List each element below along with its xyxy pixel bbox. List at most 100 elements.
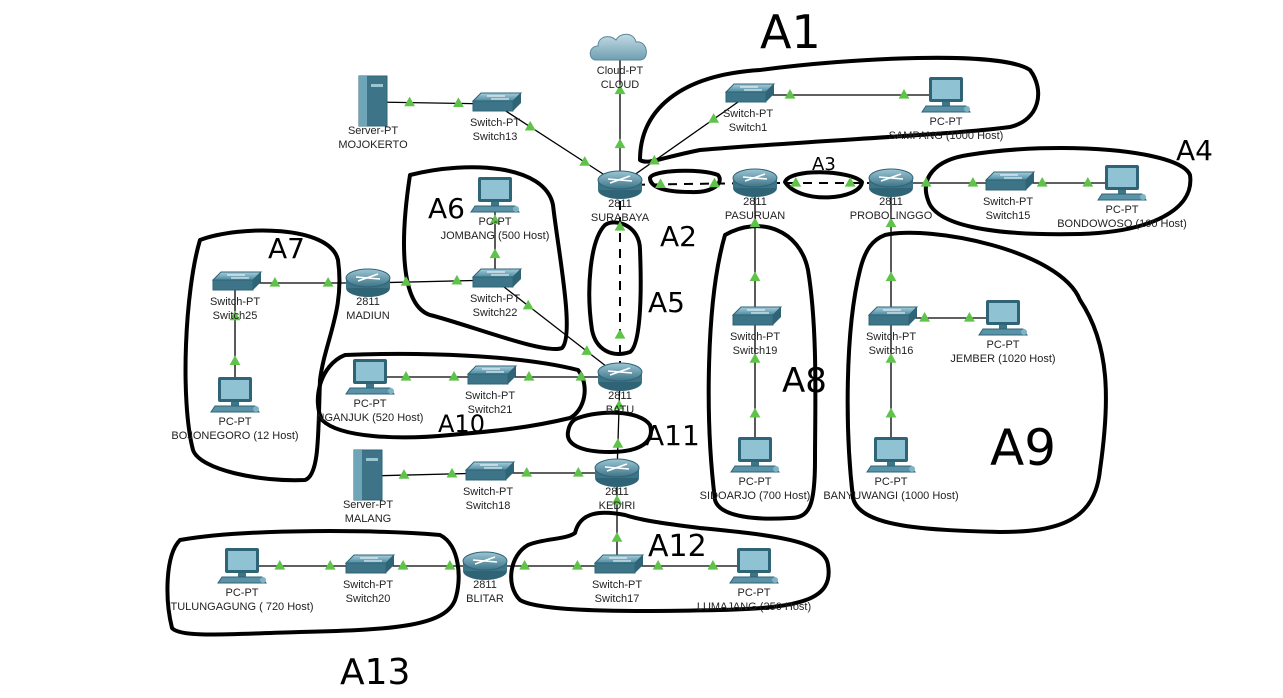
device-type-label: Server-PT — [343, 499, 393, 511]
link-status-indicator — [614, 329, 626, 339]
device-type-label: 2811 — [356, 296, 380, 308]
pc-pc-sampang[interactable]: PC-PT SAMPANG (1000 Host) — [889, 77, 1004, 142]
annotation-labels: A1 A2 A3 A4 A5 A6 A7 A8 A9 A10 A11 A12 A… — [268, 5, 1213, 693]
annotation-a3: A3 — [812, 154, 836, 175]
device-name-label: Switch15 — [986, 210, 1031, 222]
router-icon — [345, 268, 391, 297]
switch-switch16[interactable]: Switch-PT Switch16 — [866, 306, 919, 357]
device-type-label: PC-PT — [354, 398, 387, 410]
link-status-indicator — [614, 221, 626, 231]
link-status-indicator — [844, 177, 856, 187]
link-status-indicator — [613, 399, 625, 410]
cloud-cloud[interactable]: Cloud-PT CLOUD — [589, 33, 647, 91]
link-status-indicator — [885, 353, 897, 363]
link-status-indicator — [451, 274, 463, 285]
annotation-a13: A13 — [340, 652, 410, 693]
link-status-indicator — [749, 353, 761, 363]
link-router_surabaya-router_batu — [614, 185, 626, 377]
device-type-label: Switch-PT — [866, 331, 916, 343]
device-name-label: SAMPANG (1000 Host) — [889, 130, 1004, 142]
link-status-indicator — [611, 494, 623, 505]
server-server-mojokerto[interactable]: Server-PT MOJOKERTO — [338, 75, 408, 151]
device-type-label: Switch-PT — [470, 293, 520, 305]
pc-icon — [730, 437, 780, 473]
link-status-indicator — [489, 248, 501, 259]
link-status-indicator — [709, 177, 720, 188]
outline-a8 — [706, 224, 818, 521]
device-name-label: SIDOARJO (700 Host) — [700, 490, 811, 502]
switch-icon — [211, 271, 263, 291]
link-status-indicator — [614, 84, 626, 95]
device-name-label: Switch19 — [733, 345, 778, 357]
device-name-label: Switch1 — [729, 122, 768, 134]
link-status-indicator — [749, 407, 761, 418]
device-type-label: Server-PT — [348, 125, 398, 137]
pc-pc-nganjuk[interactable]: PC-PT NGANJUK (520 Host) — [317, 359, 424, 424]
outline-a6 — [402, 165, 569, 352]
link-status-indicator — [523, 371, 535, 381]
outline-a4 — [924, 145, 1193, 237]
device-name-label: JOMBANG (500 Host) — [441, 230, 550, 242]
outline-a10 — [315, 351, 587, 440]
hand-drawn-outlines — [165, 55, 1193, 637]
link-status-indicator — [322, 277, 334, 287]
annotation-a6: A6 — [428, 192, 465, 225]
device-type-label: PC-PT — [930, 116, 963, 128]
link-line — [616, 376, 621, 474]
link-status-indicator — [708, 113, 720, 123]
link-status-indicator — [444, 560, 456, 570]
link-switch1-router_surabaya — [619, 94, 749, 186]
pc-icon — [1097, 165, 1147, 201]
link-line — [494, 103, 621, 186]
device-name-label: BANYUWANGI (1000 Host) — [823, 490, 958, 502]
cloud-icon — [589, 33, 647, 61]
device-name-label: SURABAYA — [591, 212, 650, 224]
pc-icon — [729, 548, 779, 584]
device-name-label: MOJOKERTO — [338, 139, 408, 151]
pc-icon — [217, 548, 267, 584]
device-type-label: Switch-PT — [343, 579, 393, 591]
device-name-label: CLOUD — [601, 79, 640, 91]
link-router_surabaya-router_pasuruan — [619, 177, 756, 188]
switch-icon — [593, 554, 645, 574]
link-status-indicator — [229, 310, 241, 321]
link-status-indicator — [579, 156, 591, 166]
pc-icon — [470, 177, 520, 213]
device-type-label: PC-PT — [1106, 204, 1139, 216]
switch-icon — [731, 306, 783, 326]
device-name-label: Switch18 — [466, 500, 511, 512]
device-name-label: NGANJUK (520 Host) — [317, 412, 424, 424]
link-cloud-router_surabaya — [614, 50, 626, 185]
link-status-indicator — [269, 277, 281, 287]
device-name-label: Switch16 — [869, 345, 914, 357]
pc-icon — [866, 437, 916, 473]
device-type-label: Cloud-PT — [597, 65, 644, 77]
link-router_pasuruan-switch19 — [749, 183, 761, 318]
